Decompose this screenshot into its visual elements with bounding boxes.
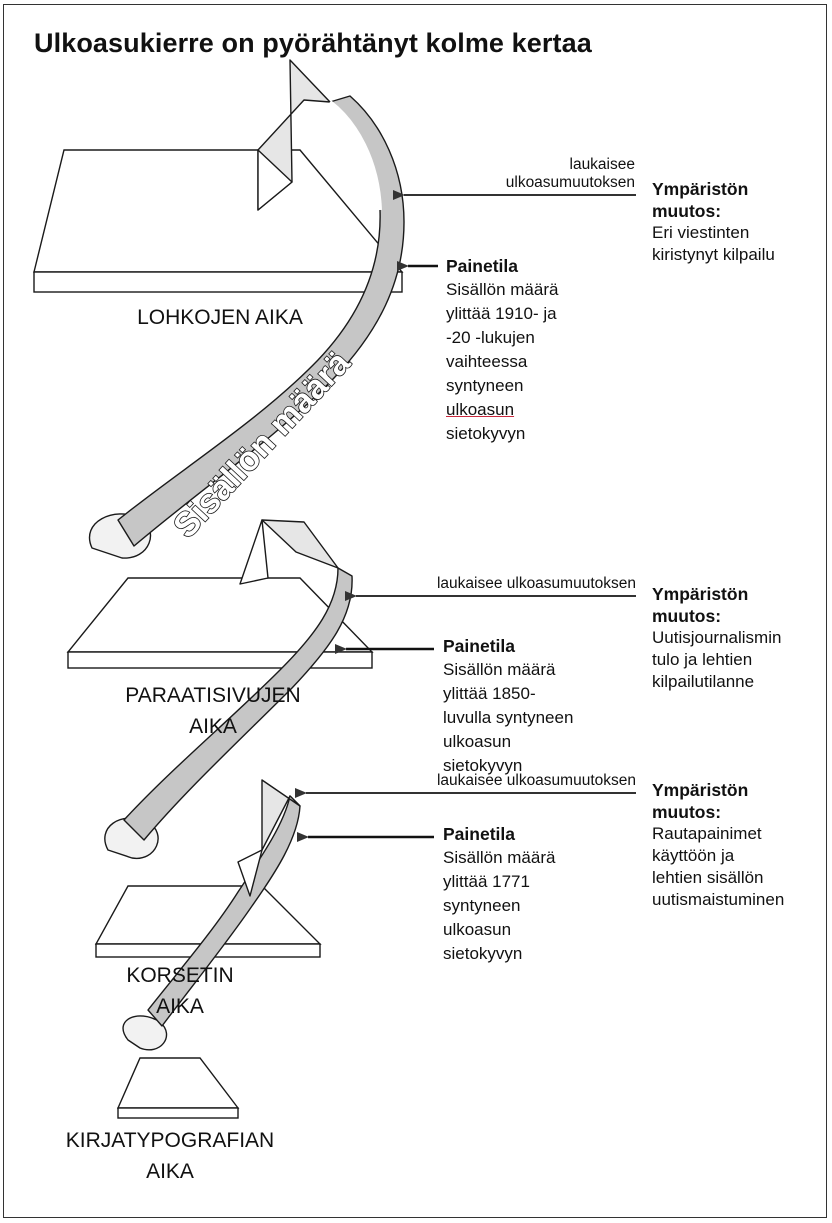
painetila-text: sietokyvyn	[443, 942, 555, 966]
era-label-line: AIKA	[90, 991, 270, 1022]
trigger-text: ulkoasumuutoksen	[506, 174, 635, 192]
environment-text: käyttöön ja	[652, 845, 784, 867]
environment-change-3: Ympäristön muutos: Rautapainimet käyttöö…	[652, 779, 784, 911]
platform-kirjatypografian	[118, 1058, 238, 1118]
era-label-paraatisivujen: PARAATISIVUJEN AIKA	[60, 680, 366, 742]
painetila-text: -20 -lukujen	[446, 326, 558, 350]
painetila-3: Painetila Sisällön määrä ylittää 1771 sy…	[443, 822, 555, 966]
trigger-text: laukaisee	[506, 156, 635, 174]
era-label-line: KIRJATYPOGRAFIAN	[40, 1125, 300, 1156]
environment-text: uutismaistuminen	[652, 889, 784, 911]
environment-change-2: Ympäristön muutos: Uutisjournalismin tul…	[652, 583, 781, 693]
painetila-1: Painetila Sisällön määrä ylittää 1910- j…	[446, 254, 558, 446]
environment-heading: muutos:	[652, 801, 784, 823]
painetila-heading: Painetila	[446, 254, 558, 278]
era-label-kirjatypografian: KIRJATYPOGRAFIAN AIKA	[40, 1125, 300, 1187]
painetila-text: Sisällön määrä	[446, 278, 558, 302]
environment-text: tulo ja lehtien	[652, 649, 781, 671]
environment-heading: muutos:	[652, 200, 775, 222]
painetila-text: ylittää 1771	[443, 870, 555, 894]
painetila-text: Sisällön määrä	[443, 846, 555, 870]
painetila-text: ylittää 1910- ja	[446, 302, 558, 326]
trigger-label-2: laukaisee ulkoasumuutoksen	[437, 575, 636, 593]
era-label-line: AIKA	[60, 711, 366, 742]
platform-lohkojen	[34, 150, 402, 292]
painetila-text: ulkoasun	[443, 730, 573, 754]
painetila-text: ylittää 1850-	[443, 682, 573, 706]
painetila-text: ulkoasun	[446, 398, 558, 422]
environment-heading: muutos:	[652, 605, 781, 627]
painetila-text: ulkoasun	[443, 918, 555, 942]
environment-text: kiristynyt kilpailu	[652, 244, 775, 266]
environment-heading: Ympäristön	[652, 178, 775, 200]
environment-text: kilpailutilanne	[652, 671, 781, 693]
environment-text: Rautapainimet	[652, 823, 784, 845]
environment-change-1: Ympäristön muutos: Eri viestinten kirist…	[652, 178, 775, 266]
environment-text: Eri viestinten	[652, 222, 775, 244]
painetila-2: Painetila Sisällön määrä ylittää 1850- l…	[443, 634, 573, 778]
painetila-text: syntyneen	[446, 374, 558, 398]
trigger-text: laukaisee ulkoasumuutoksen	[437, 575, 636, 593]
environment-heading: Ympäristön	[652, 583, 781, 605]
era-label-korsetin: KORSETIN AIKA	[90, 960, 270, 1022]
painetila-text: sietokyvyn	[446, 422, 558, 446]
era-label-line: PARAATISIVUJEN	[60, 680, 366, 711]
spiral-label: Sisällön määrä	[166, 344, 358, 546]
painetila-text: syntyneen	[443, 894, 555, 918]
painetila-text: sietokyvyn	[443, 754, 573, 778]
era-label-line: KORSETIN	[90, 960, 270, 991]
painetila-heading: Painetila	[443, 822, 555, 846]
painetila-text: Sisällön määrä	[443, 658, 573, 682]
environment-text: Uutisjournalismin	[652, 627, 781, 649]
era-label-line: LOHKOJEN AIKA	[60, 302, 380, 333]
painetila-text: luvulla syntyneen	[443, 706, 573, 730]
trigger-label-1: laukaisee ulkoasumuutoksen	[506, 156, 635, 192]
environment-text: lehtien sisällön	[652, 867, 784, 889]
environment-heading: Ympäristön	[652, 779, 784, 801]
painetila-text: vaihteessa	[446, 350, 558, 374]
painetila-heading: Painetila	[443, 634, 573, 658]
era-label-lohkojen: LOHKOJEN AIKA	[60, 302, 380, 333]
era-label-line: AIKA	[40, 1156, 300, 1187]
